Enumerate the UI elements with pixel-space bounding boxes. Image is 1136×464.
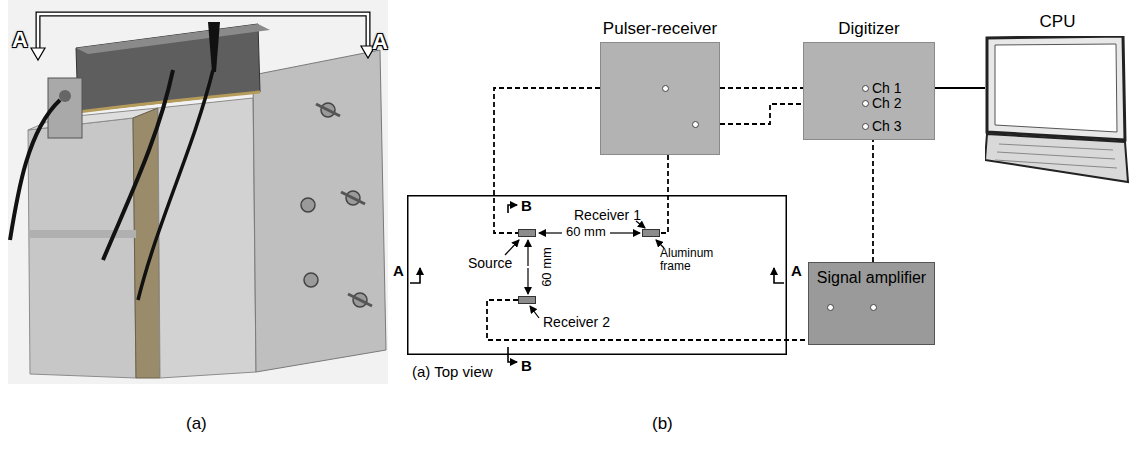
- specimen-photo: [28, 118, 136, 378]
- dimension: 60 mm: [566, 225, 606, 240]
- signal-cable: [487, 300, 808, 340]
- laptop-keys: [995, 144, 1117, 168]
- view-label: (a) Top view: [412, 363, 493, 380]
- section-bracket: [38, 14, 368, 52]
- device-box: DigitizerCh 1Ch 2Ch 3: [803, 42, 935, 140]
- specimen-photo: [158, 98, 256, 378]
- port-dot: [662, 85, 669, 92]
- signal-cable: [872, 140, 874, 262]
- port-dot: [862, 123, 869, 130]
- section-mark: A: [393, 262, 404, 279]
- specimen-photo: [301, 198, 315, 212]
- specimen-photo: [316, 104, 340, 116]
- sensor-label: Source: [468, 255, 512, 271]
- section-markers: [508, 205, 517, 213]
- dimension-lines: [527, 268, 528, 294]
- port-dot: [827, 304, 834, 311]
- leader-lines: [530, 306, 539, 318]
- device-box: Pulser-receiver: [600, 42, 720, 155]
- dimension-lines: [610, 232, 640, 233]
- sensor: Receiver 1: [642, 229, 660, 237]
- specimen-photo: [208, 22, 220, 72]
- box-heading: Pulser-receiver: [603, 19, 717, 39]
- port-dot: [870, 304, 877, 311]
- specimen-photo: [103, 70, 173, 260]
- section-mark: B: [521, 197, 532, 214]
- part-label: Aluminum frame: [660, 247, 724, 273]
- specimen-photo: [301, 103, 367, 307]
- section-markers: [508, 347, 517, 362]
- laptop-drawing: [985, 36, 1130, 186]
- port-dot: [692, 121, 699, 128]
- box-heading: Signal amplifier: [817, 269, 926, 287]
- laptop-screen: [987, 36, 1125, 140]
- specimen-photo: [8, 0, 388, 384]
- dimension-lines: [539, 232, 562, 233]
- section-bracket: [31, 14, 375, 60]
- specimen-photo: [341, 192, 365, 204]
- section-mark: B: [521, 357, 532, 374]
- specimen-photo: [10, 100, 60, 240]
- signal-cable: [720, 87, 803, 89]
- channel-label: Ch 3: [872, 118, 902, 134]
- section-markers: [774, 268, 784, 283]
- amplifier-box: Signal amplifier: [808, 262, 935, 345]
- specimen-photo: [348, 294, 372, 306]
- section-mark: A: [791, 262, 802, 279]
- laptop-display: [995, 44, 1117, 132]
- section-markers: [410, 268, 420, 283]
- section-markers: [410, 205, 784, 362]
- channel-label: Ch 2: [872, 95, 902, 111]
- specimen-photo: [59, 90, 71, 102]
- panel-label: (b): [652, 414, 673, 434]
- top-view-frame: (a) Top viewSourceReceiver 1Receiver 2: [407, 195, 787, 355]
- sensor-label: Receiver 2: [543, 314, 610, 330]
- dimension: 60 mm: [540, 247, 555, 287]
- specimen-photo: [253, 50, 386, 372]
- laptop-base: [985, 134, 1128, 182]
- signal-cable: [720, 104, 803, 124]
- specimen-photo: [8, 0, 388, 384]
- port-dot: [862, 85, 869, 92]
- sensor: Source: [518, 229, 536, 237]
- sensor: Receiver 2: [518, 296, 536, 304]
- dimension-lines: [527, 240, 528, 266]
- section-bracket: [38, 14, 368, 52]
- box-heading: CPU: [1040, 12, 1076, 32]
- laptop-icon: CPU: [985, 36, 1130, 186]
- specimen-photo: [76, 24, 270, 54]
- port-dot: [862, 100, 869, 107]
- specimen-photo: [304, 273, 318, 287]
- data-cable: [935, 87, 985, 89]
- specimen-photo: [78, 92, 260, 112]
- leader-lines: [505, 221, 664, 318]
- specimen-photo: [138, 70, 213, 300]
- specimen-photo: [28, 230, 136, 238]
- section-bracket: [31, 48, 45, 60]
- channel-label: Ch 1: [872, 80, 902, 96]
- box-heading: Digitizer: [838, 19, 899, 39]
- leader-lines: [505, 240, 519, 255]
- dimension-lines: [528, 233, 640, 294]
- signal-cable: [660, 155, 668, 233]
- section-mark: A: [372, 29, 388, 54]
- panel-label: (a): [186, 414, 207, 434]
- specimen-photo: [316, 104, 372, 306]
- section-mark: A: [12, 27, 28, 52]
- sensor-label: Receiver 1: [574, 207, 641, 223]
